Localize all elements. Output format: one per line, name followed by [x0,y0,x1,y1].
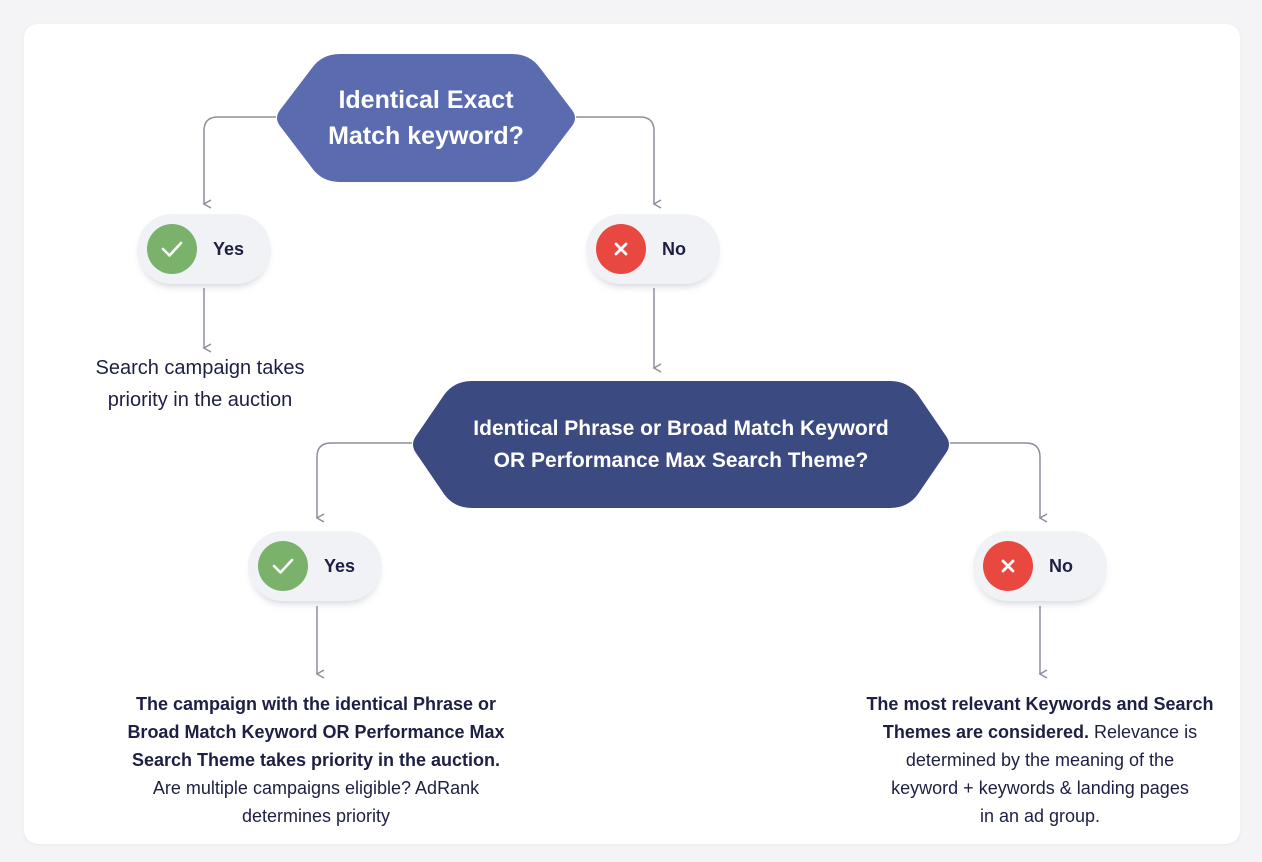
x-icon [983,541,1033,591]
decision-exact-match: Identical Exact Match keyword? [274,54,578,182]
outcome-bold-text: Themes are considered. [882,722,1090,742]
outcome-search-priority: Search campaign takes priority in the au… [60,352,340,416]
decision-shape [277,54,575,182]
check-icon [258,541,308,591]
outcome-line: determined by the meaning of the [905,750,1175,770]
outcome-line: The most relevant Keywords and Search [866,694,1214,714]
no-label: No [662,238,686,259]
outcome-line: Search campaign takes [95,357,305,379]
outcome-line: Are multiple campaigns eligible? AdRank [152,778,480,798]
yes-label: Yes [324,555,356,576]
outcome-phrase-priority: The campaign with the identical Phrase o… [96,690,536,830]
outcome-text: Relevance is [1089,722,1198,742]
decision-phrase-broad-match: Identical Phrase or Broad Match Keyword … [410,381,952,508]
outcome-line: The campaign with the identical Phrase o… [135,694,497,714]
yes-pill-phrase: Yes [248,531,382,601]
outcome-line: keyword + keywords & landing pages [891,778,1189,798]
yes-label: Yes [213,238,245,259]
outcome-line: determines priority [241,806,391,826]
decision-text-line: Identical Phrase or Broad Match Keyword [473,416,889,440]
outcome-line: Broad Match Keyword OR Performance Max [127,722,505,742]
no-label: No [1049,555,1073,576]
decision-shape [413,381,949,508]
x-icon [596,224,646,274]
check-icon [147,224,197,274]
outcome-line: in an ad group. [979,806,1101,826]
connector-q2-no [950,442,1048,523]
no-pill-phrase: No [973,531,1107,601]
connector-q2-yes [315,442,412,523]
outcome-line-mixed: Themes are considered. Relevance is [830,718,1250,746]
decision-text-line: OR Performance Max Search Theme? [493,448,869,472]
decision-text-line: Match keyword? [328,122,524,150]
connector-q1-no [576,116,662,209]
outcome-line: priority in the auction [107,389,293,411]
no-pill-exact: No [586,214,720,284]
outcome-line: Search Theme takes priority in the aucti… [131,750,501,770]
yes-pill-exact: Yes [137,214,271,284]
outcome-relevance: The most relevant Keywords and Search Th… [830,690,1250,830]
decision-text-line: Identical Exact [338,86,514,114]
connector-q1-yes [202,116,276,209]
